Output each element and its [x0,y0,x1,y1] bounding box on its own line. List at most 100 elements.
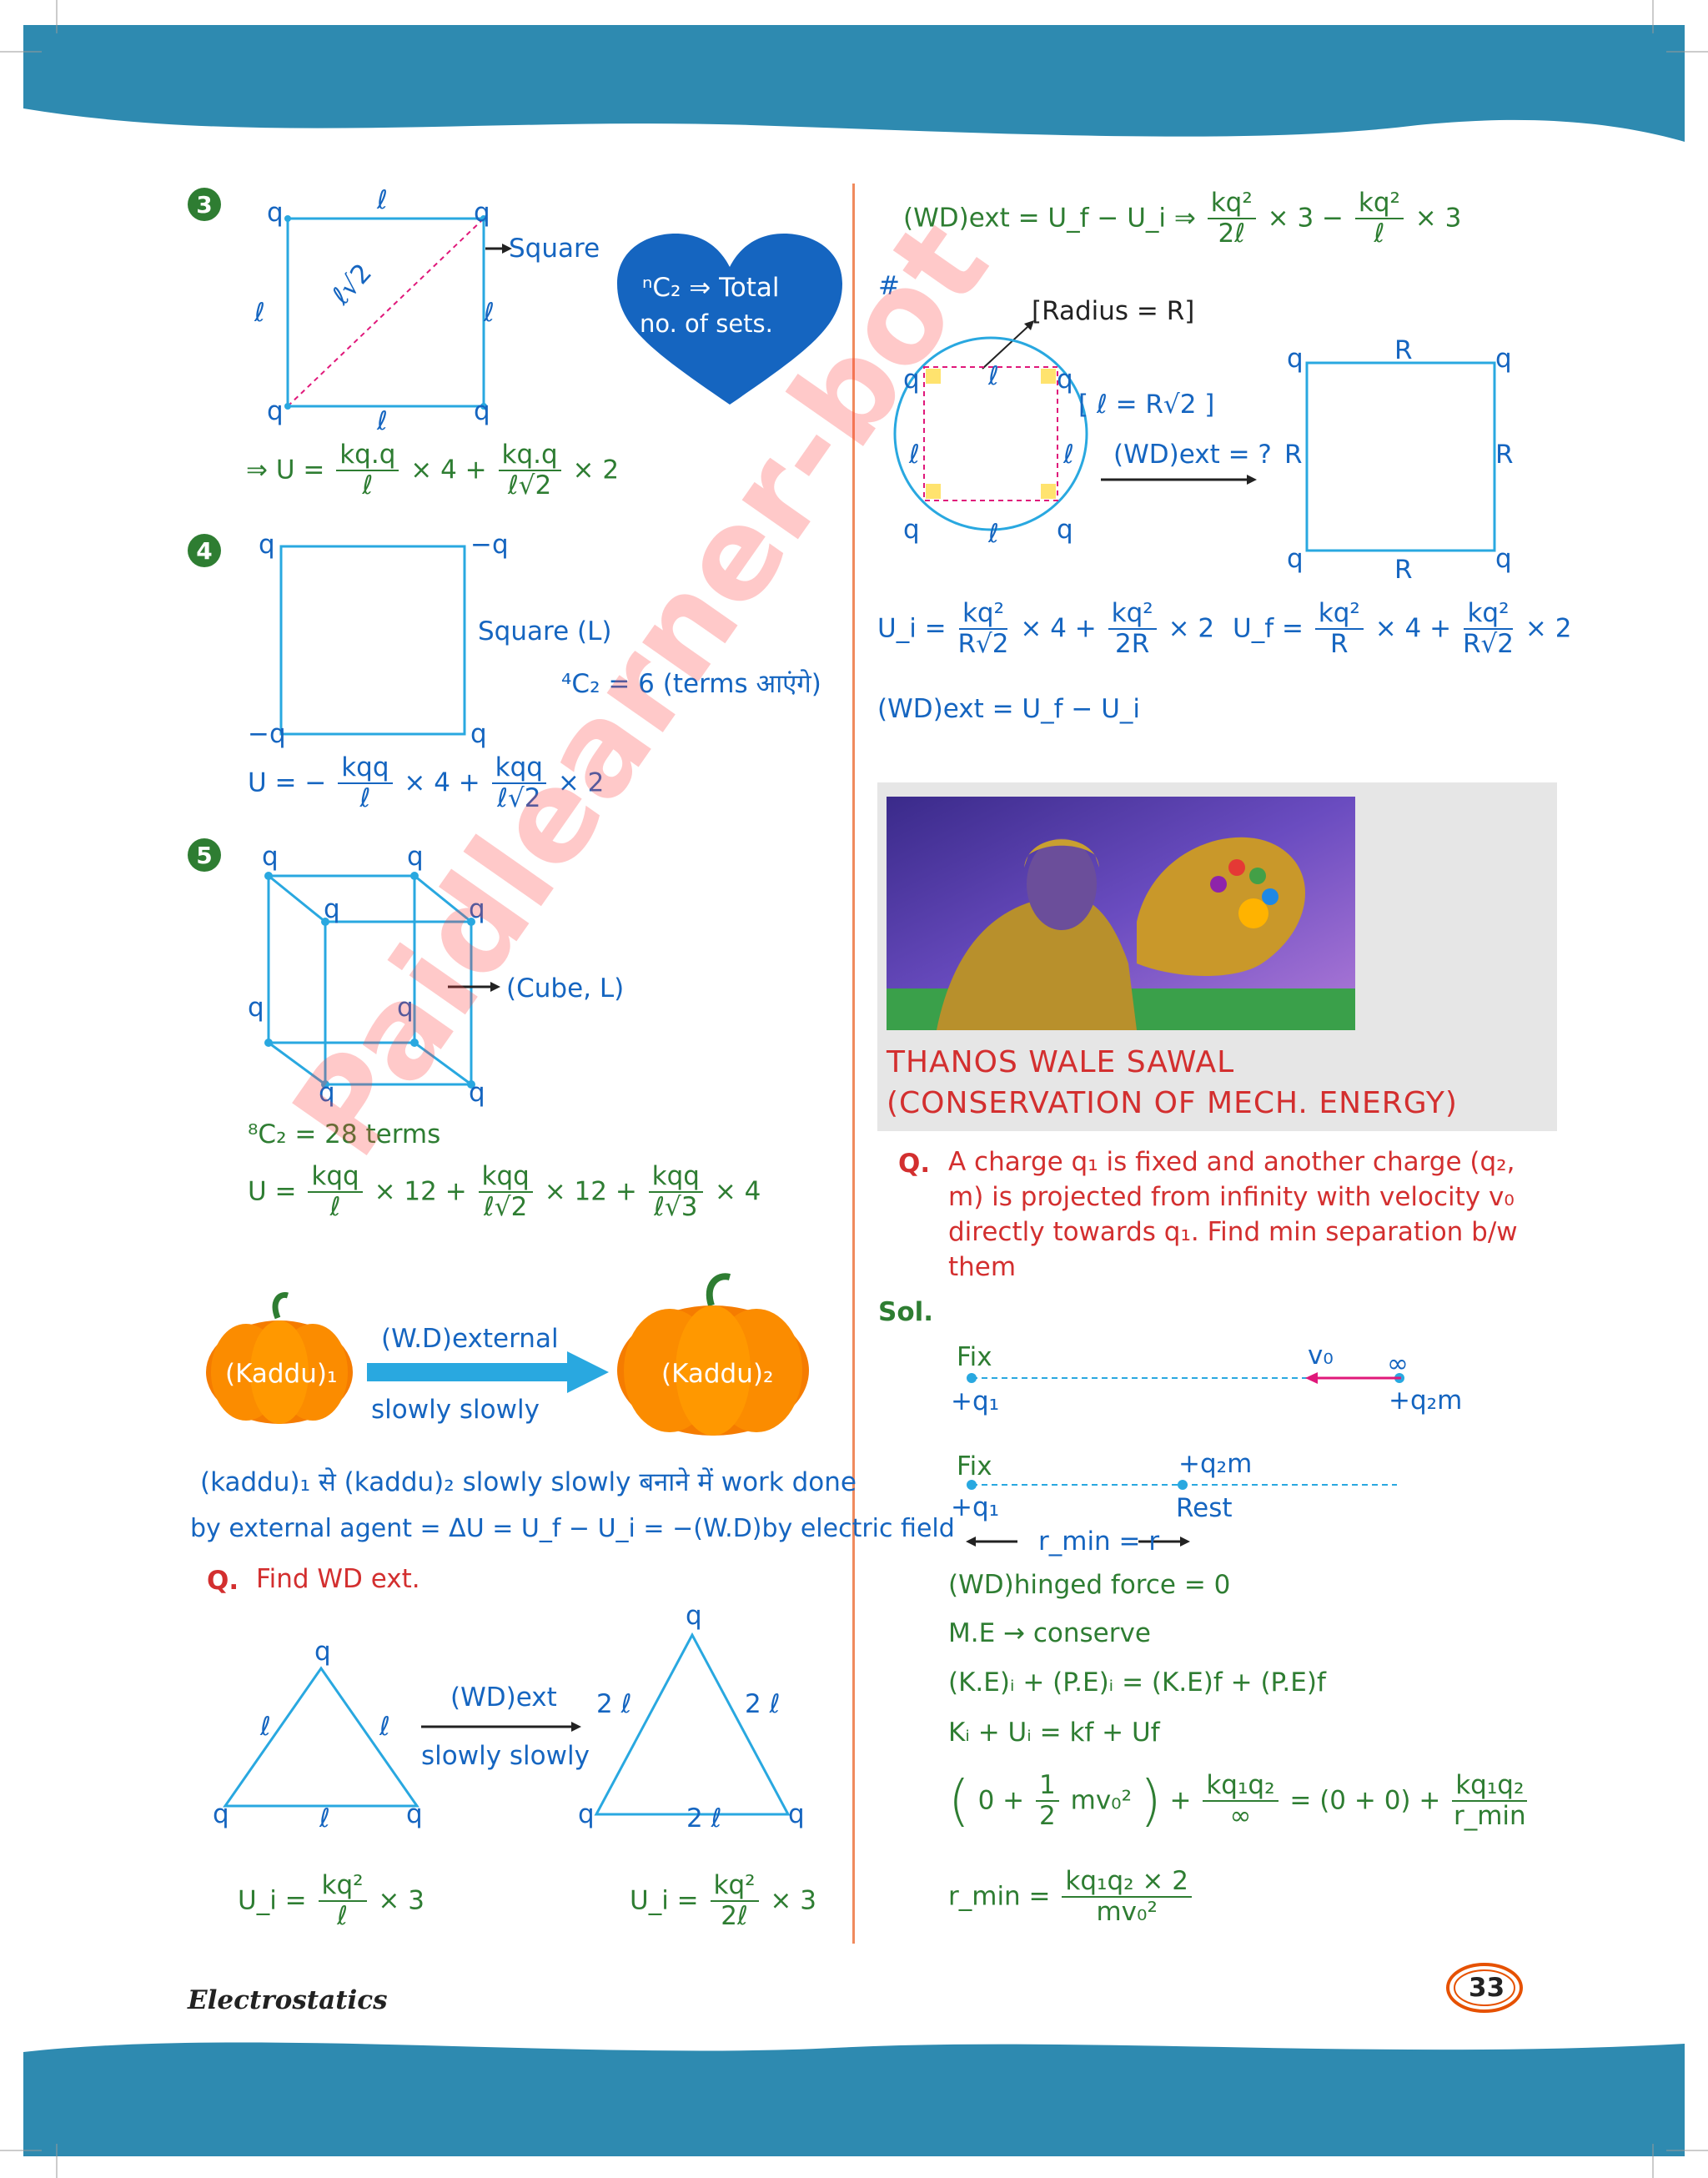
frac-den: ℓ [359,783,371,813]
formula-4-mul2: × 2 [557,767,605,798]
formula-4-mul1: × 4 + [404,767,480,798]
cube-corner-q1: q [262,842,279,872]
frac-den: 2ℓ [721,1901,748,1931]
frac-num: kq.q [336,442,399,471]
tri-small-side-right: ℓ [379,1712,390,1742]
diag2-q2: +q₂m [1178,1449,1253,1479]
frac-den: 2ℓ [1218,219,1245,249]
header-wave [0,0,1708,142]
step-4: Kᵢ + Uᵢ = kf + Uf [948,1718,1160,1748]
frac-den: ℓ [329,1192,341,1222]
tri-big-q-br: q [788,1799,805,1829]
frac-den: mv₀² [1096,1897,1158,1927]
r-square-side-bottom: R [1394,555,1413,585]
frac-den: 2 [1039,1801,1056,1831]
triangle-small [223,1666,419,1808]
heart-text-2: no. of sets. [640,309,773,338]
uf-mul1: × 4 + [1374,613,1452,644]
cube-corner-q7: q [319,1078,335,1108]
circle-square-diagram [893,320,1257,531]
frac-num: kqq [478,1164,533,1193]
formula-4-prefix: U = − [248,767,327,798]
frac-den: r_min [1453,1801,1526,1831]
frac-num: 1 [1036,1773,1059,1802]
wd-ext-question: (WD)ext = ? [1113,440,1272,470]
frac-den: ℓ [337,1901,348,1931]
question-line-3: directly towards q₁. Find min separation… [948,1217,1518,1247]
diag2-rmin: r_min = r [1038,1527,1160,1557]
thanos-title-2: (CONSERVATION OF MECH. ENERGY) [887,1086,1458,1120]
tri-small-q-top: q [314,1637,331,1667]
charge-diagram-2 [966,1480,1397,1547]
frac-num: kq² [318,1873,367,1902]
frac-den: ℓ [1374,219,1385,249]
triangle-arrow-bottom-label: slowly slowly [421,1741,590,1771]
formula-5-mul3: × 4 [714,1176,761,1207]
corner-tl-4: q [259,530,275,560]
wd-prefix: (WD)ext = U_f − U_i ⇒ [903,203,1196,234]
question-line-4: them [948,1252,1017,1282]
r-square-q-bl: q [1287,544,1304,574]
circle-q-br: q [1057,515,1073,545]
wd-final: (WD)ext = U_f − U_i [877,694,1141,724]
frac-den: ℓ√2 [507,470,552,500]
r-square-side-top: R [1394,335,1413,365]
eq-frac1: kq₁q₂∞ [1203,1773,1278,1829]
frac-den: ℓ√2 [497,783,541,813]
thanos-title-1: THANOS WALE SAWAL [887,1045,1235,1079]
footer-subject: Electrostatics [188,1985,388,2015]
right-question-text: A charge q₁ is fixed and another charge … [948,1144,1524,1285]
corner-q-tr-3: q [474,198,490,228]
ui-mul1: × 4 + [1020,613,1097,644]
frac-num: kq² [710,1873,759,1902]
circle-side-top: ℓ [988,361,999,391]
cube-corner-q6: q [397,993,414,1023]
combination-4: ⁴C₂ = 6 (terms आएंगे) [561,669,821,699]
ui-right-mul: × 3 [770,1885,816,1916]
pumpkin-right-label: (Kaddu)₂ [661,1359,774,1389]
formula-3-prefix: ⇒ U = [246,455,325,485]
frac-num: kq² [1354,190,1404,219]
uf-prefix: U_f = [1233,613,1304,644]
tri-small-q-bl: q [213,1799,229,1829]
frac-den: R [1330,629,1349,659]
frac-num: kq² [958,601,1008,630]
tri-big-side-bottom: 2 ℓ [686,1803,722,1833]
diag2-rest: Rest [1176,1493,1233,1523]
step-1: (WD)hinged force = 0 [948,1570,1231,1600]
question-line-2: m) is projected from infinity with veloc… [948,1182,1515,1212]
side-label-top-3: ℓ [377,185,388,215]
r-square-q-tl: q [1287,344,1304,374]
solution-label: Sol. [878,1297,934,1327]
wd-mul1: × 3 − [1267,203,1344,234]
corner-q-br-3: q [474,396,490,426]
pumpkin-right-icon [617,1273,809,1436]
item-number-5: 5 [188,838,221,872]
diag1-infinity: ∞ [1387,1349,1409,1379]
frac-den: ℓ [362,470,374,500]
square-label-3: Square [509,234,600,264]
square-label-4: Square (L) [478,616,612,646]
tri-big-q-top: q [686,1601,702,1631]
pumpkin-left-icon [206,1292,353,1424]
column-divider [852,184,855,1944]
frac-num: kqq [338,755,393,784]
ui-left-mul: × 3 [378,1885,424,1916]
frac-den: R√2 [1462,629,1514,659]
cube-corner-q4: q [469,894,485,924]
diag2-q1: +q₁ [951,1492,1000,1522]
kaddu-text-line1: (kaddu)₁ से (kaddu)₂ slowly slowly बनाने… [200,1467,857,1497]
formula-5-prefix: U = [248,1176,297,1207]
square-diagram-4 [279,545,466,736]
kaddu-arrow [367,1351,609,1393]
circle-q-tl: q [903,365,920,395]
item-number-4: 4 [188,534,221,567]
